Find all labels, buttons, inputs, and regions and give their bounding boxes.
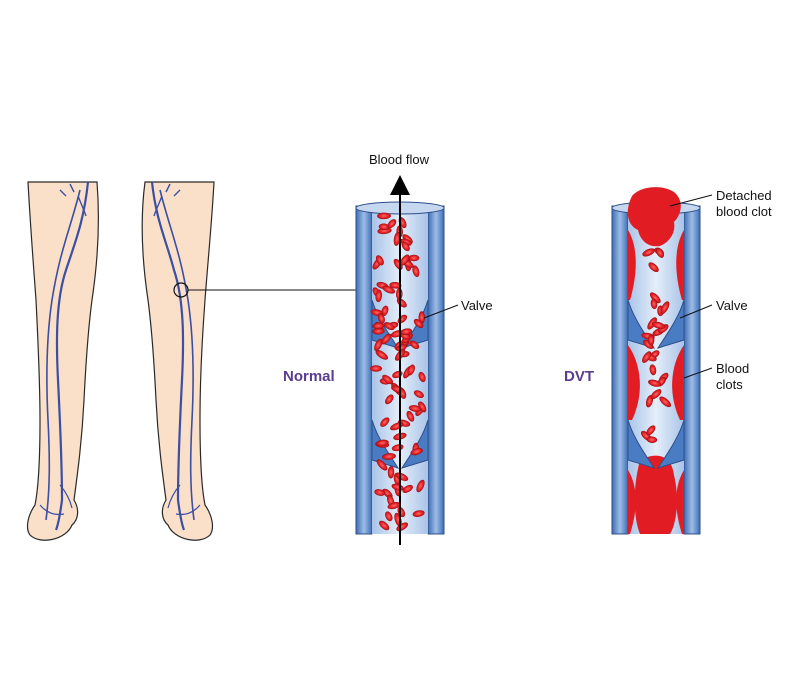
red-blood-cell (387, 219, 397, 229)
red-blood-cell (383, 322, 395, 331)
normal-vein-cross-section (355, 175, 445, 545)
red-blood-cell (413, 318, 424, 329)
red-blood-cell (412, 265, 420, 278)
red-blood-cell (648, 379, 662, 387)
left-leg-vein (45, 189, 81, 521)
normal-title: Normal (283, 368, 335, 385)
red-blood-cell (369, 365, 383, 372)
red-blood-cell (413, 390, 424, 398)
detached-blood-clot (627, 187, 681, 247)
left-leg-vein (39, 484, 73, 516)
red-blood-cell (648, 262, 659, 273)
red-blood-cell (382, 285, 396, 294)
left-leg-vein (54, 181, 90, 531)
red-blood-cell (376, 459, 388, 471)
red-blood-cell (646, 436, 658, 443)
valve-label-normal: Valve (461, 298, 493, 313)
normal-blood-cells (369, 212, 427, 532)
left-leg-vein (59, 183, 87, 217)
dvt-vein-cross-section (611, 187, 701, 535)
dvt-vein-wall-right (683, 205, 701, 535)
red-blood-cell (649, 364, 657, 376)
red-blood-cell (374, 338, 383, 352)
red-blood-cell (382, 374, 393, 385)
normal-vein-wall-right (427, 205, 445, 535)
red-blood-cell (406, 410, 415, 422)
red-blood-cell (650, 298, 658, 310)
red-blood-cell (418, 371, 426, 383)
red-blood-cell (385, 511, 393, 522)
right-leg-vein (159, 189, 195, 521)
blood-clots-label-2: clots (716, 377, 743, 392)
red-blood-cell (642, 351, 652, 363)
red-blood-cell (389, 282, 402, 289)
red-blood-cell (385, 394, 394, 405)
red-blood-cell (410, 448, 423, 456)
red-blood-cell (380, 417, 390, 427)
right-leg-vein (167, 484, 201, 516)
red-blood-cell (647, 334, 655, 346)
red-blood-cell (375, 439, 389, 447)
label-leader-lines (423, 194, 713, 379)
dvt-blood-cells (641, 247, 672, 443)
blood-clots-label-1: Blood (716, 361, 750, 376)
detached-clot-label-1: Detached (716, 188, 772, 203)
red-blood-cell (651, 321, 666, 329)
red-blood-cell (409, 340, 420, 349)
red-blood-cell (402, 484, 413, 493)
dvt-title: DVT (564, 368, 594, 385)
right-leg-vein (150, 181, 186, 531)
red-blood-cell (401, 241, 410, 252)
dvt-vein-wall-left (611, 205, 629, 535)
valve-label-dvt: Valve (716, 298, 748, 313)
blood-flow-label: Blood flow (369, 152, 429, 167)
red-blood-cell (407, 364, 415, 376)
red-blood-cell (408, 254, 420, 262)
red-blood-cell (377, 313, 385, 324)
red-blood-cell (381, 333, 392, 345)
red-blood-cell (412, 510, 425, 517)
red-blood-cell (660, 301, 670, 315)
red-blood-cell (659, 396, 672, 408)
red-blood-cell (382, 453, 396, 460)
red-blood-cell (377, 212, 391, 220)
red-blood-cell (387, 466, 395, 479)
red-blood-cell (372, 322, 385, 330)
red-blood-cell (650, 389, 662, 400)
right-leg (141, 181, 215, 541)
red-blood-cell (379, 520, 390, 531)
red-blood-cell (408, 405, 422, 412)
left-leg (26, 181, 99, 541)
red-blood-cell (374, 489, 386, 496)
right-leg-vein (153, 183, 181, 217)
red-blood-cell (416, 479, 425, 493)
detached-clot-label-2: blood clot (716, 204, 772, 219)
red-blood-cell (375, 289, 382, 303)
red-blood-cell (646, 425, 656, 436)
red-blood-cell (655, 247, 665, 258)
legs-illustration (26, 181, 356, 541)
dvt-clots (628, 230, 684, 534)
normal-vein-wall-left (355, 205, 373, 535)
red-blood-cell (375, 255, 384, 266)
